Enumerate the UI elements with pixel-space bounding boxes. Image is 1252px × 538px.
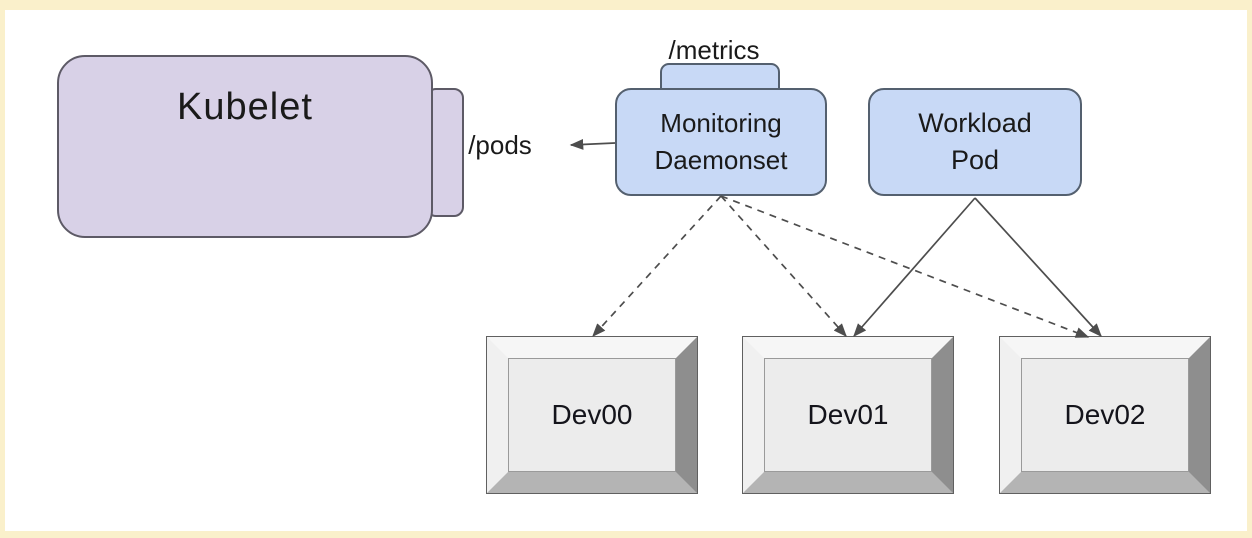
diagram-canvas: Kubelet /pods /metrics Monitoring Daemon… [5,10,1247,531]
device-node-dev00: Dev00 [487,337,697,493]
arrow-workload-to-dev02 [974,197,1102,338]
dashed-arrow-daemonset-to-dev02 [720,195,1090,338]
dashed-arrow-daemonset-to-dev00 [592,195,722,338]
arrow-daemonset-to-pods [569,139,616,150]
kubelet-node: Kubelet [57,55,433,238]
device-label: Dev02 [1064,399,1146,430]
metrics-endpoint-label: /metrics [668,35,760,65]
monitoring-daemonset-node: Monitoring Daemonset [615,88,827,196]
pods-endpoint-label: /pods [468,130,532,160]
device-label: Dev01 [807,399,889,430]
monitoring-daemonset-label: Monitoring Daemonset [654,108,788,175]
device-node-dev02: Dev02 [1000,337,1210,493]
workload-pod-label: Workload Pod [918,108,1032,175]
device-label: Dev00 [551,399,633,430]
dashed-arrow-daemonset-to-dev01 [720,195,847,338]
workload-pod-node: Workload Pod [868,88,1082,196]
device-node-dev01: Dev01 [743,337,953,493]
arrow-workload-to-dev01 [853,197,976,338]
kubelet-label: Kubelet [177,86,313,128]
